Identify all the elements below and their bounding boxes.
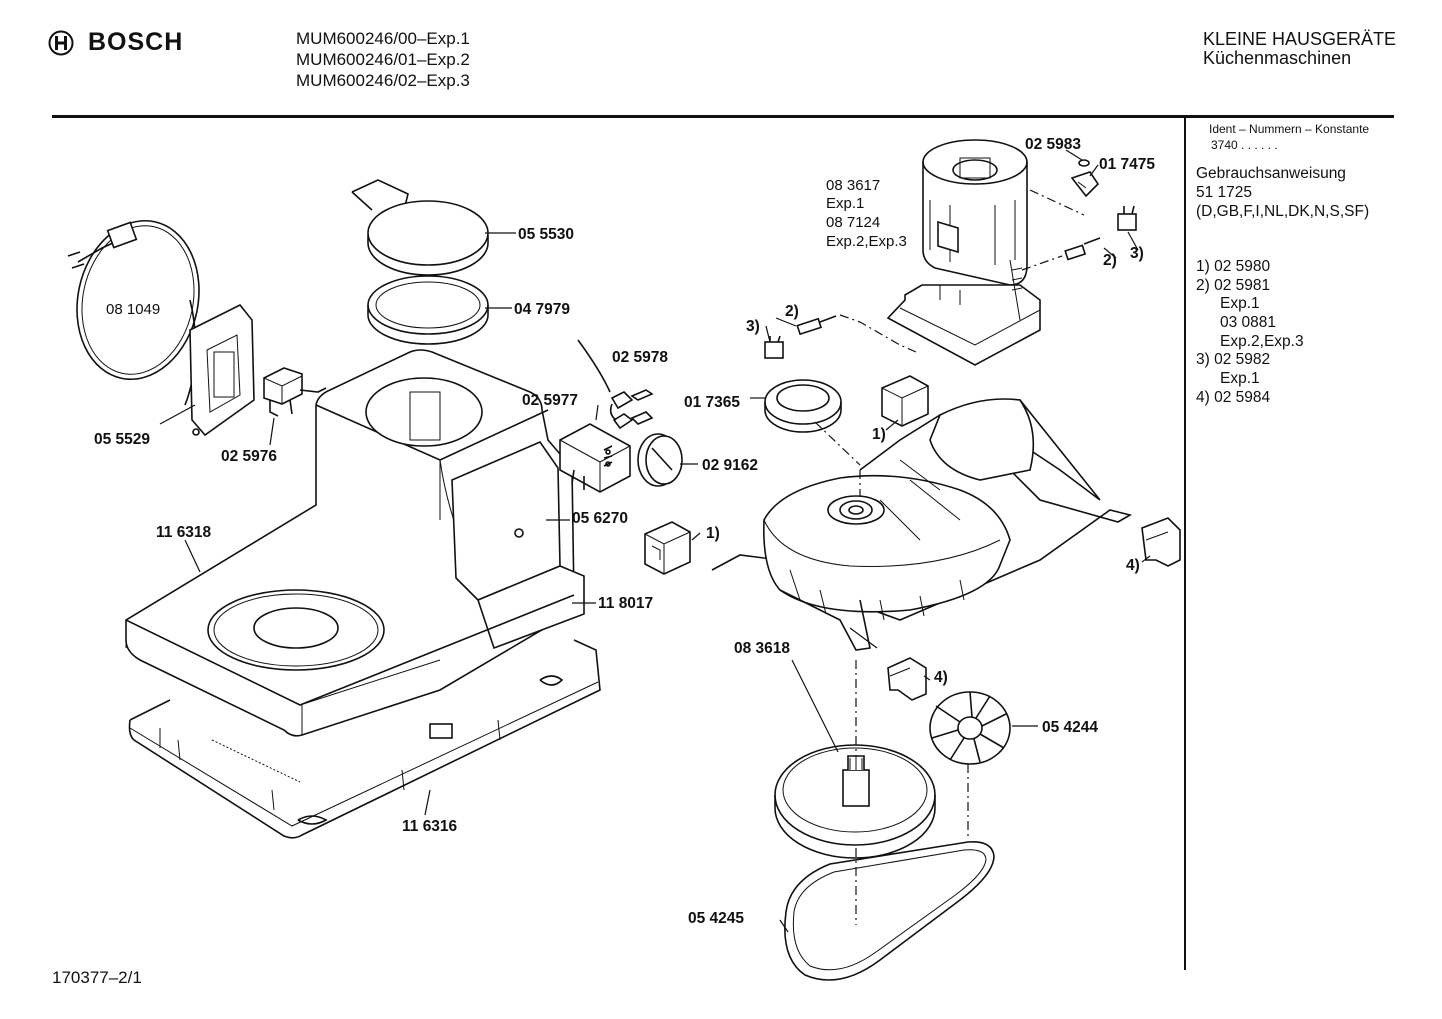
part-label: 11 8017 bbox=[598, 595, 653, 612]
callout-label: 4) bbox=[934, 669, 948, 686]
motor-clip bbox=[1070, 171, 1100, 198]
part-label: 05 6270 bbox=[572, 510, 628, 527]
footnote-line: 2) 02 5981 bbox=[1196, 276, 1271, 294]
control-knob bbox=[637, 433, 683, 487]
corner-cap-lower bbox=[887, 657, 927, 701]
seal-ring bbox=[367, 275, 489, 345]
category-subtitle: Küchenmaschinen bbox=[1203, 48, 1352, 68]
part-label: 05 4244 bbox=[1042, 719, 1098, 736]
drawing-number: 170377–2/1 bbox=[52, 968, 142, 987]
callout-label: 1) bbox=[706, 525, 720, 542]
part-label: 08 3617 bbox=[826, 177, 880, 194]
part-label: 05 5529 bbox=[94, 431, 150, 448]
cover-clip bbox=[644, 521, 691, 575]
corner-cap-right bbox=[1141, 517, 1181, 567]
part-label: Exp.2,Exp.3 bbox=[826, 233, 907, 250]
motor-carrier bbox=[711, 398, 1133, 651]
ident-title: Ident – Nummern – Konstante bbox=[1209, 122, 1370, 136]
callout-label: 1) bbox=[872, 426, 886, 443]
part-label: Exp.1 bbox=[826, 195, 864, 212]
motor-washer bbox=[1078, 159, 1090, 167]
sidebar-divider bbox=[1184, 118, 1186, 970]
footnote-line: Exp.1 bbox=[1220, 370, 1260, 388]
footnote-line: Exp.1 bbox=[1220, 295, 1260, 313]
category-title: KLEINE HAUSGERÄTE bbox=[1203, 29, 1397, 49]
base-plate bbox=[128, 639, 601, 839]
callout-label: 3) bbox=[1130, 245, 1144, 262]
callout-label: 2) bbox=[1103, 252, 1117, 269]
ident-number-row: 3740 . . . . . . bbox=[1211, 138, 1278, 152]
callout-label: 4) bbox=[1126, 557, 1140, 574]
part-label: 08 7124 bbox=[826, 214, 880, 231]
manual-line: Gebrauchsanweisung bbox=[1196, 165, 1346, 182]
footnote-line: Exp.2,Exp.3 bbox=[1220, 332, 1304, 350]
clip-axis bbox=[1029, 189, 1085, 216]
model-list: MUM600246/00–Exp.1 MUM600246/01–Exp.2 MU… bbox=[296, 28, 470, 91]
ident-number: 3740 bbox=[1211, 138, 1238, 152]
manual-block: Gebrauchsanweisung 51 1725 (D,GB,F,I,NL,… bbox=[1196, 164, 1369, 221]
bearing bbox=[764, 379, 861, 466]
wire-set bbox=[577, 339, 654, 430]
part-label: 02 5983 bbox=[1025, 136, 1081, 153]
part-label: 01 7365 bbox=[684, 394, 740, 411]
ident-dots: . . . . . . bbox=[1241, 138, 1278, 152]
part-label: 08 3618 bbox=[734, 640, 790, 657]
carbon-brush-left bbox=[764, 315, 837, 359]
part-label: 04 7979 bbox=[514, 301, 570, 318]
main-housing bbox=[125, 349, 585, 737]
part-label: 02 5976 bbox=[221, 448, 277, 465]
bosch-logo-icon bbox=[48, 30, 74, 55]
footnote-line: 1) 02 5980 bbox=[1196, 258, 1271, 275]
carbon-brush-right bbox=[1064, 205, 1137, 261]
part-label: 02 5978 bbox=[612, 349, 668, 366]
brush-axis-left bbox=[839, 314, 917, 353]
brand-block: BOSCH bbox=[48, 28, 183, 57]
brush-axis-right bbox=[1021, 255, 1063, 271]
brand-name: BOSCH bbox=[88, 28, 184, 56]
switch-block bbox=[559, 423, 631, 493]
model-line: MUM600246/01–Exp.2 bbox=[296, 50, 470, 69]
callout-label: 2) bbox=[785, 303, 799, 320]
header-divider bbox=[52, 115, 1394, 118]
category-block: KLEINE HAUSGERÄTE Küchenmaschinen bbox=[1203, 30, 1396, 68]
part-label: 08 1049 bbox=[106, 301, 160, 318]
part-label: 02 5977 bbox=[522, 392, 578, 409]
part-label: 11 6316 bbox=[402, 818, 458, 835]
lid bbox=[351, 179, 489, 276]
part-label: 02 9162 bbox=[702, 457, 758, 474]
leader-lines bbox=[159, 149, 1099, 933]
model-line: MUM600246/00–Exp.1 bbox=[296, 29, 470, 48]
footnote-line: 03 0881 bbox=[1220, 314, 1277, 332]
callout-label: 3) bbox=[746, 318, 760, 335]
manual-line: 51 1725 bbox=[1196, 184, 1253, 201]
part-label: 01 7475 bbox=[1099, 156, 1155, 173]
footnote-line: 3) 02 5982 bbox=[1196, 351, 1271, 369]
cord-holder bbox=[189, 303, 255, 437]
cooling-fan bbox=[929, 691, 1011, 765]
drive-belt bbox=[784, 840, 995, 981]
belt-pulley bbox=[774, 744, 936, 859]
part-label: 11 6318 bbox=[156, 524, 212, 541]
bracket-clip bbox=[881, 375, 929, 427]
small-switch bbox=[263, 367, 327, 417]
part-label: 05 5530 bbox=[518, 226, 574, 243]
footnote-line: 4) 02 5984 bbox=[1196, 388, 1271, 406]
manual-line: (D,GB,F,I,NL,DK,N,S,SF) bbox=[1196, 203, 1370, 220]
motor bbox=[886, 139, 1041, 366]
part-label: 05 4245 bbox=[688, 910, 744, 927]
model-line: MUM600246/02–Exp.3 bbox=[296, 71, 470, 90]
